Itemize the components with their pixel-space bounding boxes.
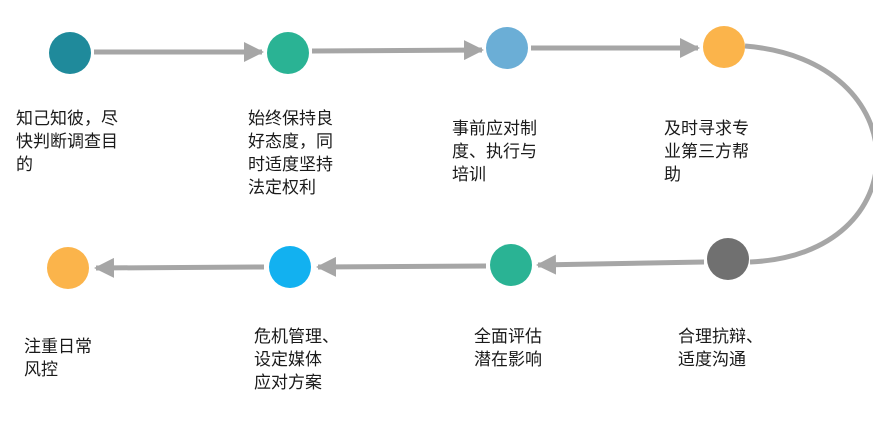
- step-6-line-1: 全面评估: [474, 327, 542, 347]
- step-1-line-1: 知己知彼，尽: [16, 109, 118, 129]
- step-2-line-2: 好态度，同: [248, 131, 333, 152]
- step-7-line-2: 设定媒体: [254, 349, 322, 370]
- step-3-line-3: 培训: [452, 164, 486, 185]
- step-4-label: 及时寻求专 业第三方帮 助: [664, 118, 749, 187]
- step-7-label: 危机管理、 设定媒体 应对方案: [254, 326, 339, 395]
- step-4-line-2: 业第三方帮: [664, 141, 749, 162]
- step-5-line-1: 合理抗辩、: [678, 327, 763, 347]
- step-8-line-2: 风控: [24, 359, 58, 380]
- step-3-line-1: 事前应对制: [452, 119, 537, 139]
- arrow-step-6-to-7: [316, 256, 487, 277]
- step-1-label: 知己知彼，尽 快判断调查目 的: [16, 108, 118, 177]
- step-5-line-2: 适度沟通: [678, 349, 746, 370]
- step-2-label: 始终保持良 好态度，同 时适度坚持 法定权利: [248, 108, 333, 200]
- step-3-label: 事前应对制 度、执行与 培训: [452, 118, 537, 187]
- step-2-line-3: 时适度坚持: [248, 154, 333, 175]
- curve-step-4-to-5: [744, 43, 873, 265]
- step-2-node: [267, 32, 309, 74]
- arrow-step-2-to-3: [311, 40, 484, 61]
- step-6-line-2: 潜在影响: [474, 349, 542, 370]
- arrow-step-5-to-6: [536, 254, 705, 275]
- step-2-line-1: 始终保持良: [248, 109, 333, 129]
- step-8-line-1: 注重日常: [24, 337, 92, 357]
- step-8-label: 注重日常 风控: [24, 336, 92, 382]
- step-6-label: 全面评估 潜在影响: [474, 326, 542, 372]
- step-3-line-2: 度、执行与: [452, 141, 537, 162]
- step-4-line-3: 助: [664, 164, 681, 185]
- step-7-line-3: 应对方案: [254, 372, 322, 393]
- step-4-line-1: 及时寻求专: [664, 119, 749, 139]
- step-2-line-4: 法定权利: [248, 177, 316, 198]
- step-7-line-1: 危机管理、: [254, 327, 339, 347]
- step-6-node: [490, 244, 532, 286]
- step-5-node: [707, 238, 749, 280]
- step-5-label: 合理抗辩、 适度沟通: [678, 326, 763, 372]
- step-7-node: [269, 246, 311, 288]
- step-8-node: [47, 247, 89, 289]
- step-1-node: [49, 32, 91, 74]
- step-1-line-3: 的: [16, 154, 33, 175]
- step-4-node: [703, 26, 745, 68]
- arrow-step-7-to-8: [94, 257, 265, 278]
- step-3-node: [486, 27, 528, 69]
- step-1-line-2: 快判断调查目: [16, 131, 118, 152]
